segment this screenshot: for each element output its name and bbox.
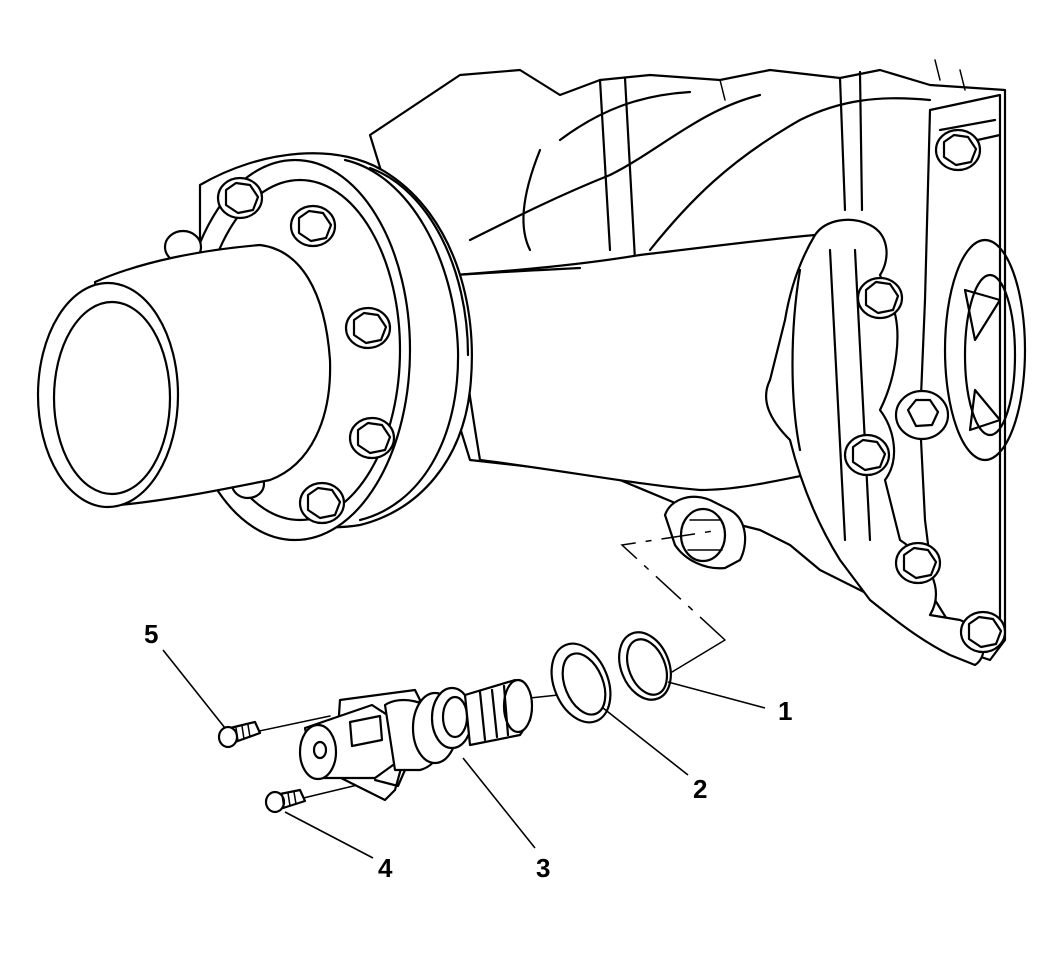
lug-bolt — [216, 176, 264, 220]
leader-line-5 — [162, 649, 226, 729]
o-ring-part-1 — [618, 631, 672, 701]
leader-lines — [162, 649, 766, 859]
flange-bolt — [894, 541, 942, 585]
leader-line-2 — [602, 707, 689, 776]
bolt-part-4 — [264, 788, 307, 814]
bolt-part-5 — [217, 720, 262, 749]
axle-tube — [453, 233, 832, 492]
lug-bolt — [344, 306, 392, 350]
housing-cover-flange — [765, 128, 1007, 667]
callout-2: 2 — [693, 774, 707, 804]
flange-bolt — [856, 276, 904, 320]
drain-plug — [894, 389, 950, 441]
lug-bolt — [289, 204, 337, 248]
seal-part-2 — [550, 642, 612, 724]
callout-5: 5 — [144, 619, 158, 649]
leader-line-3 — [462, 757, 536, 849]
hub-pilot — [36, 243, 332, 509]
leader-line-1 — [667, 681, 766, 709]
speed-sensor-part-3 — [298, 678, 534, 802]
callout-1: 1 — [778, 696, 792, 726]
flange-bolt — [843, 433, 891, 477]
lug-bolt — [348, 416, 396, 460]
lug-bolt — [298, 481, 346, 525]
leader-line-4 — [284, 811, 374, 859]
flange-bolt — [959, 610, 1007, 654]
callout-4: 4 — [378, 853, 393, 883]
callout-3: 3 — [536, 853, 550, 883]
flange-bolt — [934, 128, 982, 172]
